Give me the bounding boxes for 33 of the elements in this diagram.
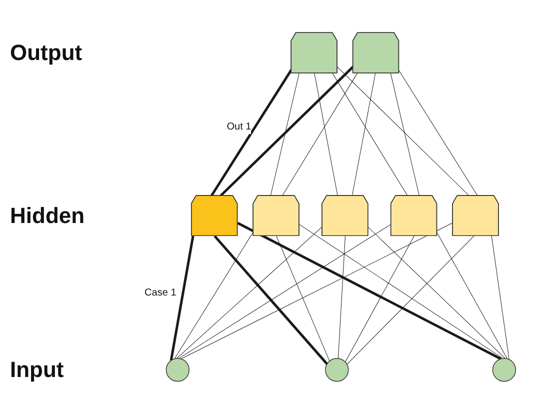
connector bbox=[237, 222, 502, 360]
edge-label: Case 1 bbox=[144, 286, 176, 298]
connector bbox=[299, 224, 504, 359]
connector bbox=[176, 226, 323, 359]
row-label: Hidden bbox=[10, 202, 85, 229]
connector bbox=[436, 232, 508, 360]
row-label: Input bbox=[10, 356, 64, 383]
connector bbox=[352, 72, 376, 196]
connector bbox=[346, 236, 474, 365]
row-label: Output bbox=[10, 40, 82, 66]
connector bbox=[276, 236, 330, 362]
connector bbox=[170, 236, 194, 361]
connector bbox=[398, 70, 478, 196]
connector bbox=[314, 72, 338, 196]
node-circle bbox=[492, 358, 516, 382]
connector bbox=[180, 222, 454, 360]
connector bbox=[220, 66, 354, 197]
connector bbox=[270, 72, 300, 196]
connector bbox=[368, 227, 506, 359]
node-circle bbox=[325, 358, 349, 382]
connector bbox=[174, 231, 254, 360]
connector bbox=[282, 72, 358, 196]
connector bbox=[214, 235, 328, 365]
edge-label: Out 1 bbox=[226, 120, 252, 132]
node-circle bbox=[166, 358, 190, 382]
connector bbox=[337, 66, 470, 196]
connector bbox=[390, 72, 420, 196]
connector bbox=[210, 68, 292, 197]
connector bbox=[345, 236, 414, 362]
connector bbox=[338, 236, 346, 359]
connector bbox=[332, 72, 408, 196]
connector bbox=[491, 236, 510, 360]
connector bbox=[178, 224, 392, 359]
